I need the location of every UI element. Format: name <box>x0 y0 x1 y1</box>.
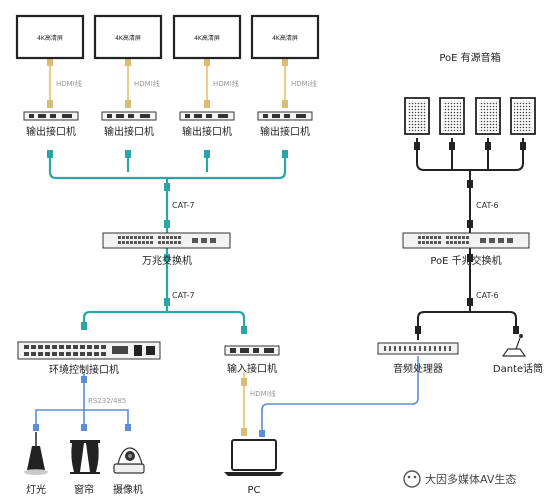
screen-label: 4K高清屏 <box>272 34 298 42</box>
switch-10g-label: 万兆交换机 <box>142 254 192 267</box>
pc-label: PC <box>247 485 260 496</box>
output-box-1: 输出接口机 <box>23 111 79 138</box>
laptop-icon: PC <box>224 439 284 496</box>
blue-connectors <box>33 376 265 437</box>
screen-1: 4K高清屏 <box>15 14 85 60</box>
camera-label: 摄像机 <box>113 483 143 496</box>
lamp-label: 灯光 <box>26 483 46 496</box>
screen-2: 4K高清屏 <box>93 14 163 60</box>
speakers-title: PoE 有源音箱 <box>439 51 500 64</box>
output-box-4: 输出接口机 <box>257 111 313 138</box>
output-box-label: 输出接口机 <box>260 125 310 138</box>
cat6-upper-label: CAT-6 <box>476 201 499 210</box>
hdmi-label: HDMI线 <box>134 79 160 88</box>
hdmi-label: HDMI线 <box>56 79 82 88</box>
speaker-1 <box>404 97 430 135</box>
input-box-label: 输入接口机 <box>227 362 277 375</box>
watermark: 大因多媒体AV生态 <box>403 470 516 488</box>
output-box-label: 输出接口机 <box>182 125 232 138</box>
cat7-upper-label: CAT-7 <box>172 201 195 210</box>
switch-poe: PoE 千兆交换机 <box>402 232 530 267</box>
hdmi-connectors <box>47 58 288 436</box>
switch-poe-label: PoE 千兆交换机 <box>430 254 501 267</box>
dante-mic-label: Dante话筒 <box>493 362 543 375</box>
output-box-label: 输出接口机 <box>26 125 76 138</box>
speaker-3 <box>475 97 501 135</box>
connectors <box>47 150 288 334</box>
screen-label: 4K高清屏 <box>194 34 220 42</box>
cat7-lower-label: CAT-7 <box>172 291 195 300</box>
switch-10g: 万兆交换机 <box>102 232 231 267</box>
output-box-label: 输出接口机 <box>104 125 154 138</box>
hdmi-label: HDMI线 <box>291 79 317 88</box>
hdmi-pc-label: HDMI线 <box>250 389 276 398</box>
speaker-2 <box>439 97 465 135</box>
black-connectors <box>414 142 526 334</box>
output-box-2: 输出接口机 <box>101 111 157 138</box>
watermark-text: 大因多媒体AV生态 <box>425 472 516 486</box>
output-box-3: 输出接口机 <box>179 111 235 138</box>
input-box: 输入接口机 <box>224 345 280 375</box>
speaker-4 <box>510 97 536 135</box>
curtain-label: 窗帘 <box>74 483 94 496</box>
env-controller: 环境控制接口机 <box>17 341 161 376</box>
env-controller-label: 环境控制接口机 <box>49 363 119 376</box>
curtain-icon: 窗帘 <box>70 440 100 496</box>
audio-processor-label: 音频处理器 <box>393 362 443 375</box>
screen-3: 4K高清屏 <box>172 14 242 60</box>
dante-mic: Dante话筒 <box>493 334 543 375</box>
screen-label: 4K高清屏 <box>115 34 141 42</box>
screen-4: 4K高清屏 <box>250 14 320 60</box>
camera-icon: 摄像机 <box>113 447 145 496</box>
lamp-icon: 灯光 <box>24 432 48 496</box>
hdmi-label: HDMI线 <box>213 79 239 88</box>
rs-cable-label: RS232/485 <box>88 397 126 405</box>
cat6-lower-label: CAT-6 <box>476 291 499 300</box>
screen-label: 4K高清屏 <box>37 34 63 42</box>
audio-processor: 音频处理器 <box>377 342 459 375</box>
teal-cables <box>48 150 287 334</box>
